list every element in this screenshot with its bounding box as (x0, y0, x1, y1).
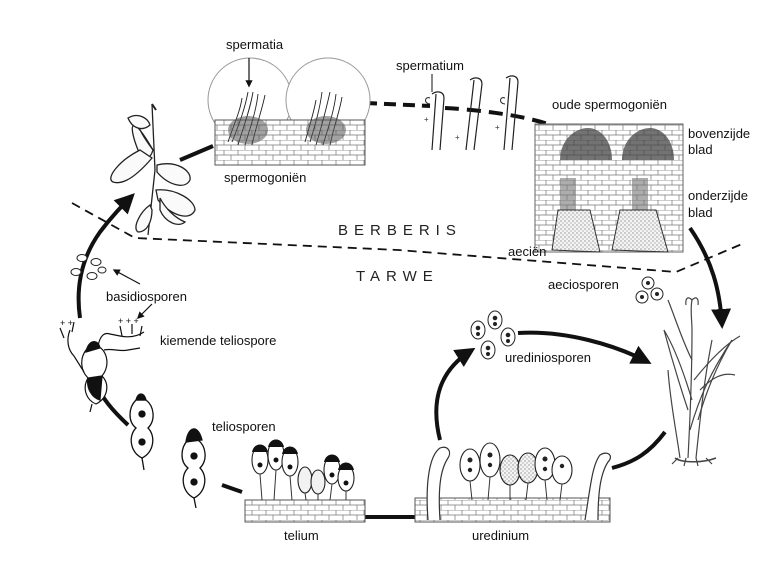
arrow-urediniosporen-to-wheat (517, 330, 652, 364)
aecia-leaf-section-illustration (534, 123, 684, 253)
spermatium-hyphae-illustration: + + + (424, 75, 519, 151)
connector-wheat-uredinium (611, 430, 667, 470)
basidiospore-cells (70, 254, 107, 280)
label-onderzijde: onderzijde (688, 188, 748, 203)
label-aeciosporen: aeciosporen (548, 277, 619, 292)
host-divider-line (71, 202, 743, 273)
svg-text:+: + (424, 115, 429, 124)
svg-text:+: + (495, 123, 500, 132)
arrow-aecien-to-wheat (688, 226, 732, 329)
urediniospore-cells (470, 310, 516, 360)
spermogonia-illustration (207, 57, 371, 166)
label-urediniosporen: urediniosporen (505, 350, 592, 365)
svg-text:+ + +: + + + (118, 316, 139, 326)
label-bovenzijde-blad: blad (688, 142, 713, 157)
germinating-teliospore-illustration: + + + + + (59, 316, 145, 413)
arrow-uredinium-to-urediniosporen (434, 347, 476, 441)
label-onderzijde-blad: blad (688, 205, 713, 220)
connector-spermogonia-spermatium (364, 101, 431, 108)
label-spermatia: spermatia (226, 37, 284, 52)
label-oude-spermogonien: oude spermogoniën (552, 97, 667, 112)
basidiosporen-pointer-up (112, 269, 141, 285)
aeciospore-cells (635, 276, 664, 304)
connector-telium-teliospores (221, 483, 243, 494)
host-label-tarwe: TARWE (356, 268, 439, 285)
connector-leaf-spermogonia (179, 144, 214, 162)
telium-illustration (244, 439, 366, 523)
label-basidiosporen: basidiosporen (106, 289, 187, 304)
svg-text:+ +: + + (60, 318, 73, 328)
berberis-plant-illustration (110, 103, 196, 236)
host-label-berberis: BERBERIS (338, 222, 462, 239)
label-uredinium: uredinium (472, 528, 530, 543)
uredinium-illustration (414, 442, 612, 523)
svg-text:+: + (455, 133, 460, 142)
teliospores-illustration (129, 393, 206, 509)
label-kiemende-teliospore: kiemende teliospore (160, 333, 277, 348)
label-spermogonien: spermogoniën (224, 170, 307, 185)
label-bovenzijde: bovenzijde (688, 126, 751, 141)
label-spermatium: spermatium (396, 58, 464, 73)
arrow-germinating-to-leaf (76, 193, 135, 319)
connector-spermatium-oude (444, 106, 549, 126)
label-teliosporen: teliosporen (212, 419, 276, 434)
label-telium: telium (284, 528, 319, 543)
label-aecien: aeciën (508, 244, 547, 259)
wheat-plant-illustration (663, 297, 741, 467)
basidiosporen-pointer-down (136, 303, 153, 320)
